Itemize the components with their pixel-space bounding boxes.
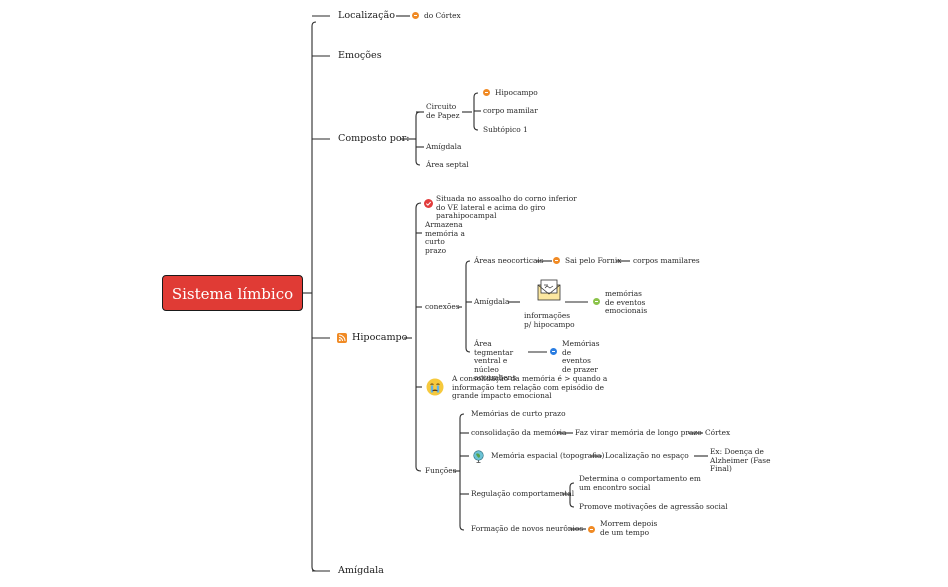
- branch-localizacao[interactable]: Localização: [338, 10, 396, 21]
- node-promove[interactable]: Promove motivações de agressão social: [579, 502, 728, 511]
- node-memorias-prazer[interactable]: Memórias de eventos de prazer: [562, 339, 600, 374]
- info-icon: [483, 89, 490, 96]
- node-funcoes[interactable]: Funções: [425, 466, 457, 475]
- node-conexoes[interactable]: conexões: [425, 302, 460, 311]
- node-circuito-papez[interactable]: Circuito de Papez: [426, 102, 460, 120]
- node-areas-neocorticais[interactable]: Áreas neocorticais: [474, 256, 544, 265]
- node-neuronios[interactable]: Formação de novos neurônios: [471, 524, 584, 533]
- minus-icon: [550, 348, 557, 355]
- branch-hipocampo[interactable]: Hipocampo: [352, 332, 408, 343]
- node-amigdala-composto[interactable]: Amígdala: [426, 142, 462, 151]
- letter-envelope-icon: [537, 279, 561, 301]
- root-node[interactable]: Sistema límbico: [162, 275, 303, 311]
- node-subtopico[interactable]: Subtópico 1: [483, 125, 528, 134]
- node-alzheimer[interactable]: Ex: Doença de Alzheimer (Fase Final): [710, 447, 771, 474]
- node-memoria-espacial[interactable]: Memória espacial (topografia): [491, 451, 605, 460]
- node-corpo-mamilar[interactable]: corpo mamilar: [483, 106, 538, 115]
- node-armazena[interactable]: Armazena memória a curto prazo: [425, 220, 465, 255]
- x-icon: [553, 257, 560, 264]
- rss-icon: [337, 333, 347, 343]
- node-situada[interactable]: Situada no assoalho do corno inferior do…: [436, 194, 577, 221]
- node-corpos-mamilares[interactable]: corpos mamilares: [633, 256, 700, 265]
- localizacao-child[interactable]: do Córtex: [424, 11, 461, 20]
- node-amigdala-conexao[interactable]: Amígdala: [474, 297, 510, 306]
- node-consolidacao-memoria[interactable]: consolidação da memória: [471, 428, 567, 437]
- node-regulacao[interactable]: Regulação comportamental: [471, 489, 575, 498]
- node-morrem[interactable]: Morrem depois de um tempo: [600, 519, 658, 537]
- node-memorias-emocionais[interactable]: memórias de eventos emocionais: [605, 289, 648, 316]
- x-icon: [588, 526, 595, 533]
- node-area-tegmentar[interactable]: Área tegmentar ventral e núcleo accumben…: [474, 339, 517, 383]
- globe-icon: [473, 450, 484, 463]
- node-area-septal[interactable]: Área septal: [426, 160, 469, 169]
- node-cortex[interactable]: Córtex: [705, 428, 731, 437]
- info-icon: [412, 12, 419, 19]
- node-sai-fornix[interactable]: Sai pelo Fornix: [565, 256, 622, 265]
- branch-composto[interactable]: Composto por:: [338, 133, 410, 144]
- crying-face-icon: [426, 378, 444, 396]
- node-hipocampo-sub[interactable]: Hipocampo: [495, 88, 538, 97]
- dot-icon: [593, 298, 600, 305]
- node-curto-prazo[interactable]: Memórias de curto prazo: [471, 409, 566, 418]
- branch-emocoes[interactable]: Emoções: [338, 50, 382, 61]
- node-informacoes[interactable]: informações p/ hipocampo: [524, 311, 575, 329]
- node-longo-prazo[interactable]: Faz virar memória de longo prazo: [575, 428, 702, 437]
- node-consolidacao[interactable]: A consolidação da memória é > quando a i…: [452, 374, 608, 401]
- node-determina[interactable]: Determina o comportamento em um encontro…: [579, 474, 701, 492]
- check-icon: [424, 199, 433, 208]
- branch-amigdala[interactable]: Amígdala: [338, 565, 384, 576]
- node-localizacao-espaco[interactable]: Localização no espaço: [605, 451, 689, 460]
